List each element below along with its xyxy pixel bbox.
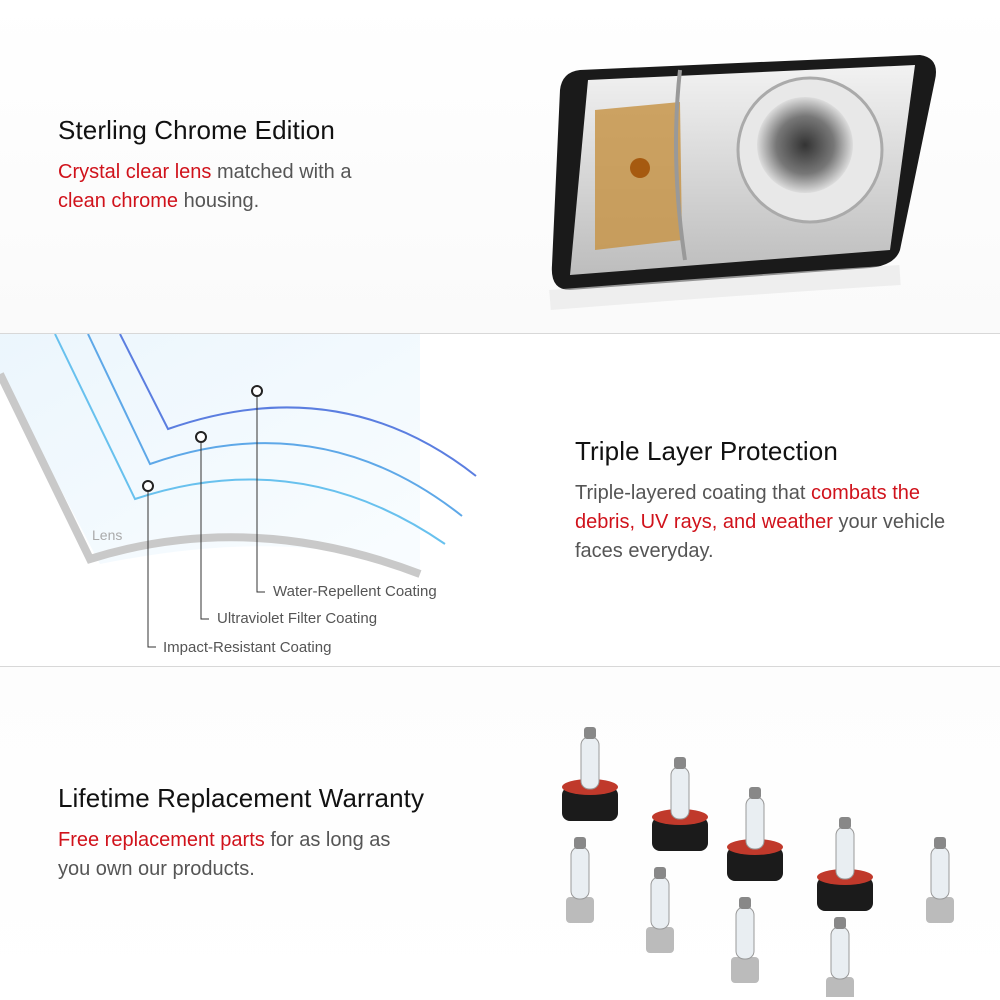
bulb-icon — [817, 817, 873, 911]
section-body: Crystal clear lens matched with a clean … — [58, 158, 388, 216]
highlight-text: combats the debris, UV rays, and weather — [575, 482, 920, 533]
bulb-icon — [731, 897, 759, 983]
body-text: matched with a — [211, 161, 352, 183]
section-title: Sterling Chrome Edition — [58, 115, 335, 145]
highlight-text: Free replacement parts — [58, 829, 265, 851]
divider — [0, 333, 1000, 334]
lens-coating-diagram — [0, 334, 477, 648]
body-text: housing. — [178, 190, 260, 212]
bulb-icon — [826, 917, 854, 997]
headlight-image — [549, 55, 936, 310]
impact-resistant-label: Impact-Resistant Coating — [163, 639, 332, 656]
warranty-text: Lifetime Replacement Warranty Free repla… — [58, 783, 478, 884]
bulbs-image — [562, 727, 954, 997]
section-triple-layer: Lens Water-Repellent Coating Ultraviolet… — [0, 334, 1000, 666]
section-chrome-edition: Sterling Chrome Edition Crystal clear le… — [0, 0, 1000, 333]
section-title: Lifetime Replacement Warranty — [58, 783, 425, 813]
chrome-text: Sterling Chrome Edition Crystal clear le… — [58, 115, 418, 216]
highlight-text: clean chrome — [58, 190, 179, 212]
body-text: your vehicle faces everyday. — [575, 511, 946, 562]
bulb-icon — [926, 837, 954, 923]
lens-label: Lens — [92, 527, 123, 543]
triple-layer-text: Triple Layer Protection Triple-layered c… — [575, 436, 955, 566]
body-text: for as long as you own our products. — [58, 829, 391, 880]
body-text: Triple-layered coating that — [575, 482, 812, 504]
water-repellent-label: Water-Repellent Coating — [273, 583, 437, 600]
bulb-icon — [727, 787, 783, 881]
highlight-text: Crystal clear lens — [58, 161, 212, 183]
bulb-icon — [652, 757, 708, 851]
section-body: Free replacement parts for as long as yo… — [58, 826, 398, 884]
bulb-icon — [562, 727, 618, 821]
divider — [0, 666, 1000, 667]
section-body: Triple-layered coating that combats the … — [575, 479, 950, 566]
bulb-icon — [646, 867, 674, 953]
section-warranty: Lifetime Replacement Warranty Free repla… — [0, 667, 1000, 1000]
section-title: Triple Layer Protection — [575, 436, 838, 466]
bulb-icon — [566, 837, 594, 923]
uv-filter-label: Ultraviolet Filter Coating — [217, 610, 378, 627]
